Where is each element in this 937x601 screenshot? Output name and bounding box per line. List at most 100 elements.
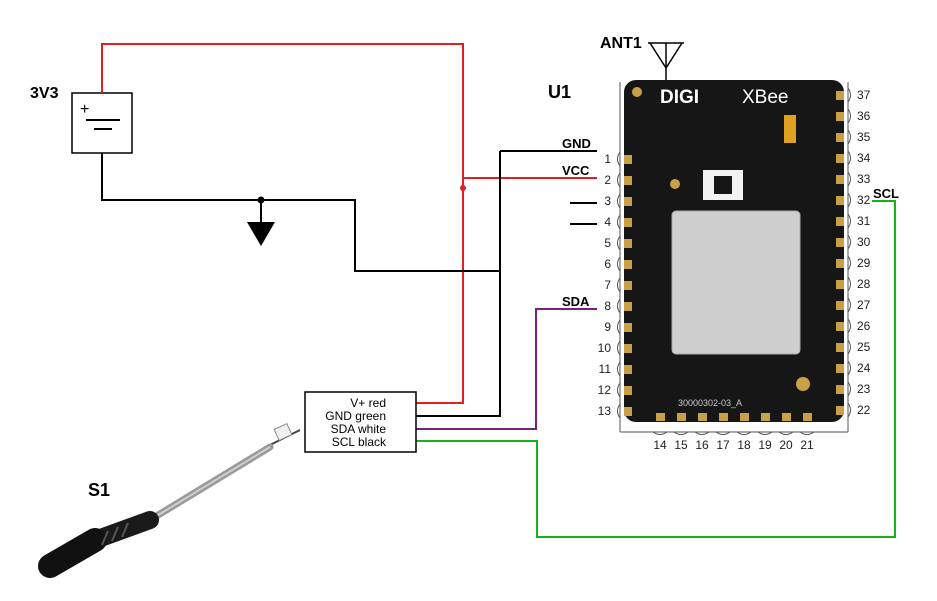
pin-number-15: 15 xyxy=(674,438,688,452)
wire-ground xyxy=(101,150,597,417)
pin-number-7: 7 xyxy=(604,278,611,292)
pin-number-23: 23 xyxy=(857,382,871,396)
pad-right-33 xyxy=(836,175,844,184)
antenna-symbol xyxy=(648,42,684,80)
pin-number-16: 16 xyxy=(695,438,709,452)
pin-bump-left-13 xyxy=(617,403,621,419)
pin-number-29: 29 xyxy=(857,256,871,270)
pin-bump-left-1 xyxy=(617,151,621,167)
pin-number-6: 6 xyxy=(604,257,611,271)
pin-number-32: 32 xyxy=(857,193,871,207)
battery-symbol: + xyxy=(71,92,133,154)
pin-bump-left-8 xyxy=(617,298,621,314)
pin-bump-right-27 xyxy=(847,297,851,313)
pin-bump-right-25 xyxy=(847,339,851,355)
pin-number-33: 33 xyxy=(857,172,871,186)
pin-bump-right-22 xyxy=(847,402,851,418)
pad-left-9 xyxy=(624,323,632,332)
pad-left-6 xyxy=(624,260,632,269)
pad-right-25 xyxy=(836,343,844,352)
pin-number-20: 20 xyxy=(779,438,793,452)
pad-left-12 xyxy=(624,386,632,395)
battery-label: 3V3 xyxy=(30,85,59,102)
pin-number-8: 8 xyxy=(604,299,611,313)
battery-plus-label: + xyxy=(80,101,89,118)
pin-bump-right-35 xyxy=(847,129,851,145)
pad-left-2 xyxy=(624,176,632,185)
pin-number-3: 3 xyxy=(604,194,611,208)
pin-bump-right-26 xyxy=(847,318,851,334)
pad-left-4 xyxy=(624,218,632,227)
module-label: U1 xyxy=(548,82,571,102)
pin-bump-left-9 xyxy=(617,319,621,335)
pin-number-25: 25 xyxy=(857,340,871,354)
net-label-sda: SDA xyxy=(562,294,590,309)
pin-bump-right-29 xyxy=(847,255,851,271)
pin-bump-bottom-18 xyxy=(736,431,752,435)
ground-junction-dot xyxy=(257,196,265,204)
pin-number-1: 1 xyxy=(604,152,611,166)
pad-bottom-20 xyxy=(782,413,791,421)
pin-bump-right-30 xyxy=(847,234,851,250)
pad-right-34 xyxy=(836,154,844,163)
pin-bump-right-36 xyxy=(847,108,851,124)
pin-number-36: 36 xyxy=(857,109,871,123)
sensor-pin-sda: SDA white xyxy=(331,422,387,436)
pad-bottom-19 xyxy=(761,413,770,421)
pin-bump-right-34 xyxy=(847,150,851,166)
pin-number-35: 35 xyxy=(857,130,871,144)
pad-bottom-16 xyxy=(698,413,707,421)
pin-number-13: 13 xyxy=(598,404,612,418)
module-marking: 30000302-03_A xyxy=(678,398,742,408)
pin-number-10: 10 xyxy=(598,341,612,355)
pin-bump-right-23 xyxy=(847,381,851,397)
net-label-scl: SCL xyxy=(873,186,899,201)
pin-bump-left-10 xyxy=(617,340,621,356)
pin-number-27: 27 xyxy=(857,298,871,312)
pad-right-28 xyxy=(836,280,844,289)
pin-bump-left-6 xyxy=(617,256,621,272)
pin-bump-bottom-15 xyxy=(673,431,689,435)
pad-right-32 xyxy=(836,196,844,205)
pin-bump-bottom-14 xyxy=(652,431,668,435)
power-junction-dot xyxy=(460,185,466,191)
pin-bump-right-37 xyxy=(847,87,851,103)
pin-bump-left-3 xyxy=(617,193,621,209)
net-label-gnd: GND xyxy=(562,136,591,151)
pin-bump-bottom-19 xyxy=(757,431,773,435)
sensor-connector-box xyxy=(304,391,417,453)
pad-right-30 xyxy=(836,238,844,247)
pin-bump-right-32 xyxy=(847,192,851,208)
pad-left-3 xyxy=(624,197,632,206)
pin-bump-bottom-21 xyxy=(799,431,815,435)
pad-bottom-14 xyxy=(656,413,665,421)
wire-scl xyxy=(416,200,896,538)
product-text: XBee xyxy=(742,87,788,108)
wire-power xyxy=(101,43,597,404)
pad-bottom-21 xyxy=(803,413,812,421)
pin-bump-right-33 xyxy=(847,171,851,187)
sensor-pin-gnd: GND green xyxy=(325,409,386,423)
pin-bump-bottom-16 xyxy=(694,431,710,435)
pad-bottom-18 xyxy=(740,413,749,421)
pin-bump-left-2 xyxy=(617,172,621,188)
pad-right-26 xyxy=(836,322,844,331)
pin-number-12: 12 xyxy=(598,383,612,397)
pad-right-27 xyxy=(836,301,844,310)
pin-bump-left-12 xyxy=(617,382,621,398)
pad-right-37 xyxy=(836,91,844,100)
pin-number-21: 21 xyxy=(800,438,814,452)
pin-number-14: 14 xyxy=(653,438,667,452)
ground-symbol xyxy=(247,222,275,246)
pin-bump-bottom-17 xyxy=(715,431,731,435)
pin-number-30: 30 xyxy=(857,235,871,249)
xbee-module-board: DIGI XBee 30000302-03_A xyxy=(624,80,844,422)
pad-right-29 xyxy=(836,259,844,268)
antenna-label: ANT1 xyxy=(600,35,642,52)
pin-bump-right-31 xyxy=(847,213,851,229)
sensor-pin-scl: SCL black xyxy=(332,435,387,449)
sensor-pin-vplus: V+ red xyxy=(350,396,386,410)
pin-number-18: 18 xyxy=(737,438,751,452)
pin-bump-left-7 xyxy=(617,277,621,293)
